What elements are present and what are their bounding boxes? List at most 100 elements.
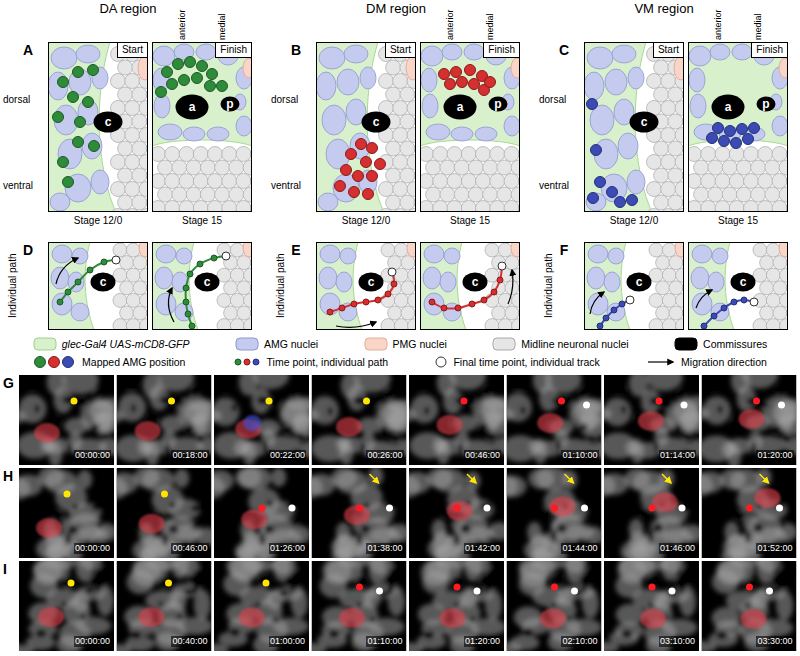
nucleus-shadow (96, 521, 104, 528)
microscopy-frame (684, 468, 797, 566)
time-point-dot (351, 301, 357, 307)
glec-region (316, 42, 384, 212)
midline-nucleus (237, 306, 251, 320)
cell-membranes (298, 364, 422, 465)
legend-swatch (33, 337, 57, 351)
midline-nucleus (215, 187, 230, 202)
nucleus-shadow (777, 386, 784, 400)
amg-nucleus (587, 47, 613, 69)
membrane-signal (536, 466, 569, 490)
midline-nucleus (244, 268, 258, 282)
nucleus-shadow (84, 587, 95, 595)
membrane-signal (55, 484, 87, 512)
region-heading: VM region (634, 2, 693, 17)
nucleus-shadow (224, 509, 230, 517)
amg-nucleus (772, 116, 788, 136)
amg-position-dot (341, 165, 352, 176)
midline-nucleus (744, 174, 759, 189)
midline-nucleus (400, 195, 415, 210)
panel-border (49, 243, 148, 330)
amg-nucleus (51, 267, 69, 289)
glec-region (420, 242, 466, 330)
amg-nucleus (587, 267, 605, 289)
midline-nucleus (179, 174, 194, 189)
midline-nucleus (230, 293, 244, 307)
membrane-signal (421, 559, 450, 586)
timestamp: 00:26:00 (366, 450, 403, 461)
nucleus-shadow (565, 615, 573, 622)
midline-nucleus (407, 209, 422, 224)
amg-position-dot (737, 124, 748, 135)
time-point-dot (339, 305, 345, 311)
individual-track (704, 300, 754, 326)
midline-nucleus (193, 174, 208, 189)
midline-nucleus (661, 209, 676, 224)
midline-nucleus (118, 195, 133, 210)
commissure-blob: c (194, 272, 220, 292)
amg-nucleus (183, 127, 205, 141)
amg-nucleus (691, 267, 709, 289)
midline-nucleus (498, 243, 512, 257)
midline-nucleus (393, 182, 408, 197)
midline-nucleus (765, 187, 780, 202)
amg-position-dot (185, 57, 196, 68)
pmg-nucleus (243, 239, 255, 257)
commissure-blob: c (90, 272, 116, 292)
amg-nucleus (156, 293, 176, 315)
nucleus-shadow (708, 382, 721, 389)
swatch-dot (253, 359, 259, 365)
panel-ground (48, 42, 148, 212)
amg-position-dot (367, 171, 378, 182)
midline-nucleus (139, 209, 154, 224)
legend-label: Final time point, individual track (453, 356, 599, 368)
timestamp: 01:26:00 (269, 543, 306, 554)
tracked-cell (138, 607, 164, 627)
cell-membranes (583, 551, 697, 655)
midline-nucleus (498, 319, 512, 333)
midline-nucleus (786, 147, 800, 162)
cell-membranes (388, 551, 506, 654)
commissure-blob: c (730, 272, 756, 292)
midline-nucleus (433, 201, 448, 216)
stage-label: Stage 12/0 (342, 215, 390, 227)
midline-nucleus (133, 281, 147, 295)
midline-nucleus (662, 293, 676, 307)
amg-nucleus (444, 248, 460, 264)
midline-nucleus (400, 87, 415, 102)
midline-nucleus (760, 306, 774, 320)
legend-swatch (434, 355, 448, 369)
amg-nucleus (628, 67, 644, 89)
midline-nucleus (113, 243, 127, 257)
path-panel (420, 239, 532, 333)
amg-position-dot (465, 65, 476, 76)
glec-region (688, 42, 788, 146)
amg-nucleus (424, 245, 444, 263)
timestamp: 01:14:00 (659, 450, 696, 461)
midline-nucleus (118, 60, 133, 75)
membrane-signal (311, 396, 339, 425)
midline-nucleus (476, 174, 491, 189)
membrane-signal (564, 553, 587, 573)
position-marker (356, 584, 363, 591)
commissure-fill (630, 112, 659, 133)
amg-position-dot (217, 81, 228, 92)
midline-nucleus (760, 256, 774, 270)
panel-ground (688, 42, 788, 212)
midline-nucleus (454, 160, 469, 175)
midline-nucleus (675, 155, 690, 170)
midline-nucleus (125, 209, 140, 224)
position-marker (461, 398, 468, 405)
start-marker (161, 491, 168, 498)
cell-membranes (688, 360, 800, 469)
nucleus-shadow (517, 509, 523, 517)
microscopy-frame (103, 363, 225, 466)
midline-nucleus (468, 187, 483, 202)
swatch-fill (675, 338, 697, 350)
membrane-signal (661, 553, 684, 573)
node-text: p (226, 98, 233, 110)
midline-nucleus (186, 160, 201, 175)
amg-nucleus (196, 44, 216, 60)
cell-membranes (0, 550, 114, 656)
amg-position-dot (457, 77, 468, 88)
